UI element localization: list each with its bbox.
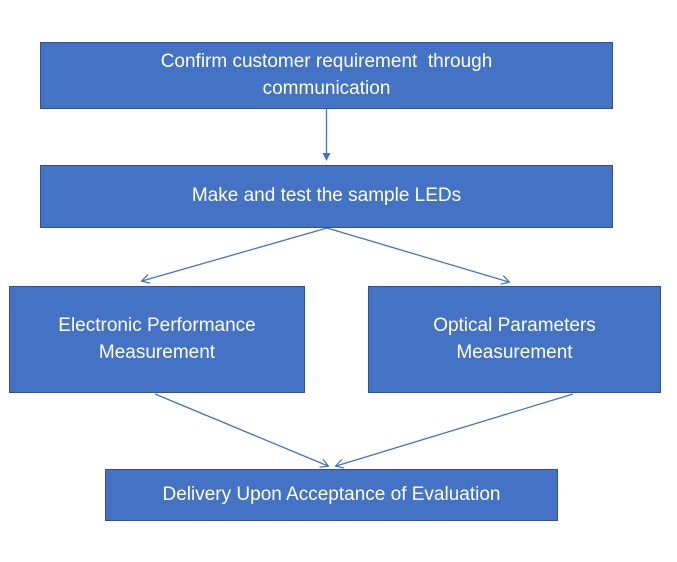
node-label: Confirm customer requirement through com…: [160, 50, 493, 99]
node-label: Electronic Performance Measurement: [58, 314, 256, 363]
node-label: Delivery Upon Acceptance of Evaluation: [162, 483, 501, 505]
flowchart-node-optical-parameters: Optical Parameters Measurement: [368, 286, 661, 393]
arrow-maketest-to-optical: [326, 227, 509, 282]
arrow-electronic-to-delivery: [154, 393, 328, 466]
node-label: Optical Parameters Measurement: [433, 314, 596, 363]
flowchart-node-confirm-requirement: Confirm customer requirement through com…: [40, 42, 613, 109]
flowchart-node-make-test-samples: Make and test the sample LEDs: [40, 165, 613, 228]
flowchart-node-electronic-performance: Electronic Performance Measurement: [9, 286, 305, 393]
flowchart-node-delivery-acceptance: Delivery Upon Acceptance of Evaluation: [105, 469, 558, 521]
arrow-maketest-to-electronic: [142, 227, 328, 281]
node-label: Make and test the sample LEDs: [191, 185, 462, 207]
arrow-optical-to-delivery: [336, 393, 574, 466]
